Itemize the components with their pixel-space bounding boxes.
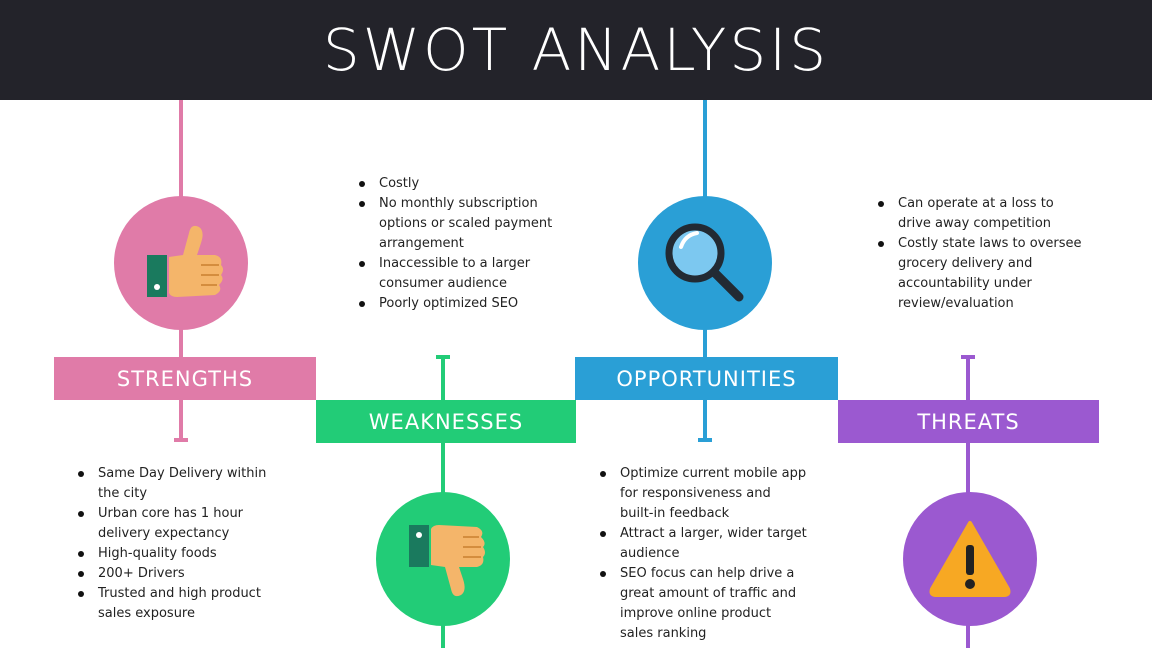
magnifying-glass-icon xyxy=(665,223,744,302)
list-item: Optimize current mobile app for responsi… xyxy=(598,464,808,524)
list-item: Can operate at a loss to drive away comp… xyxy=(876,194,1086,234)
page-title: SWOT ANALYSIS xyxy=(322,16,830,84)
threats-label: THREATS xyxy=(838,400,1099,443)
weaknesses-circle xyxy=(376,492,510,626)
list-item: High-quality foods xyxy=(76,544,286,564)
threats-list: Can operate at a loss to drive away comp… xyxy=(876,194,1086,314)
list-item: Poorly optimized SEO xyxy=(357,294,567,314)
list-item: Inaccessible to a larger consumer audien… xyxy=(357,254,567,294)
thumbs-down-icon xyxy=(409,525,485,597)
thumbs-up-icon xyxy=(147,225,223,297)
opportunities-line-cap xyxy=(698,438,712,442)
opportunities-list: Optimize current mobile app for responsi… xyxy=(598,464,808,644)
list-item: Costly xyxy=(357,174,567,194)
threats-circle xyxy=(903,492,1037,626)
list-item: Urban core has 1 hour delivery expectanc… xyxy=(76,504,286,544)
strengths-line-cap xyxy=(174,438,188,442)
list-item: Costly state laws to oversee grocery del… xyxy=(876,234,1086,314)
list-item: Attract a larger, wider target audience xyxy=(598,524,808,564)
weaknesses-line-cap xyxy=(436,355,450,359)
list-item: SEO focus can help drive a great amount … xyxy=(598,564,808,644)
list-item: 200+ Drivers xyxy=(76,564,286,584)
threats-line-cap xyxy=(961,355,975,359)
strengths-list: Same Day Delivery within the city Urban … xyxy=(76,464,286,624)
list-item: No monthly subscription options or scale… xyxy=(357,194,567,254)
opportunities-circle xyxy=(638,196,772,330)
list-item: Trusted and high product sales exposure xyxy=(76,584,286,624)
opportunities-label: OPPORTUNITIES xyxy=(575,357,838,400)
header-bar: SWOT ANALYSIS xyxy=(0,0,1152,100)
list-item: Same Day Delivery within the city xyxy=(76,464,286,504)
weaknesses-list: Costly No monthly subscription options o… xyxy=(357,174,567,314)
weaknesses-label: WEAKNESSES xyxy=(316,400,576,443)
strengths-label: STRENGTHS xyxy=(54,357,316,400)
strengths-circle xyxy=(114,196,248,330)
warning-triangle-icon xyxy=(929,521,1011,597)
